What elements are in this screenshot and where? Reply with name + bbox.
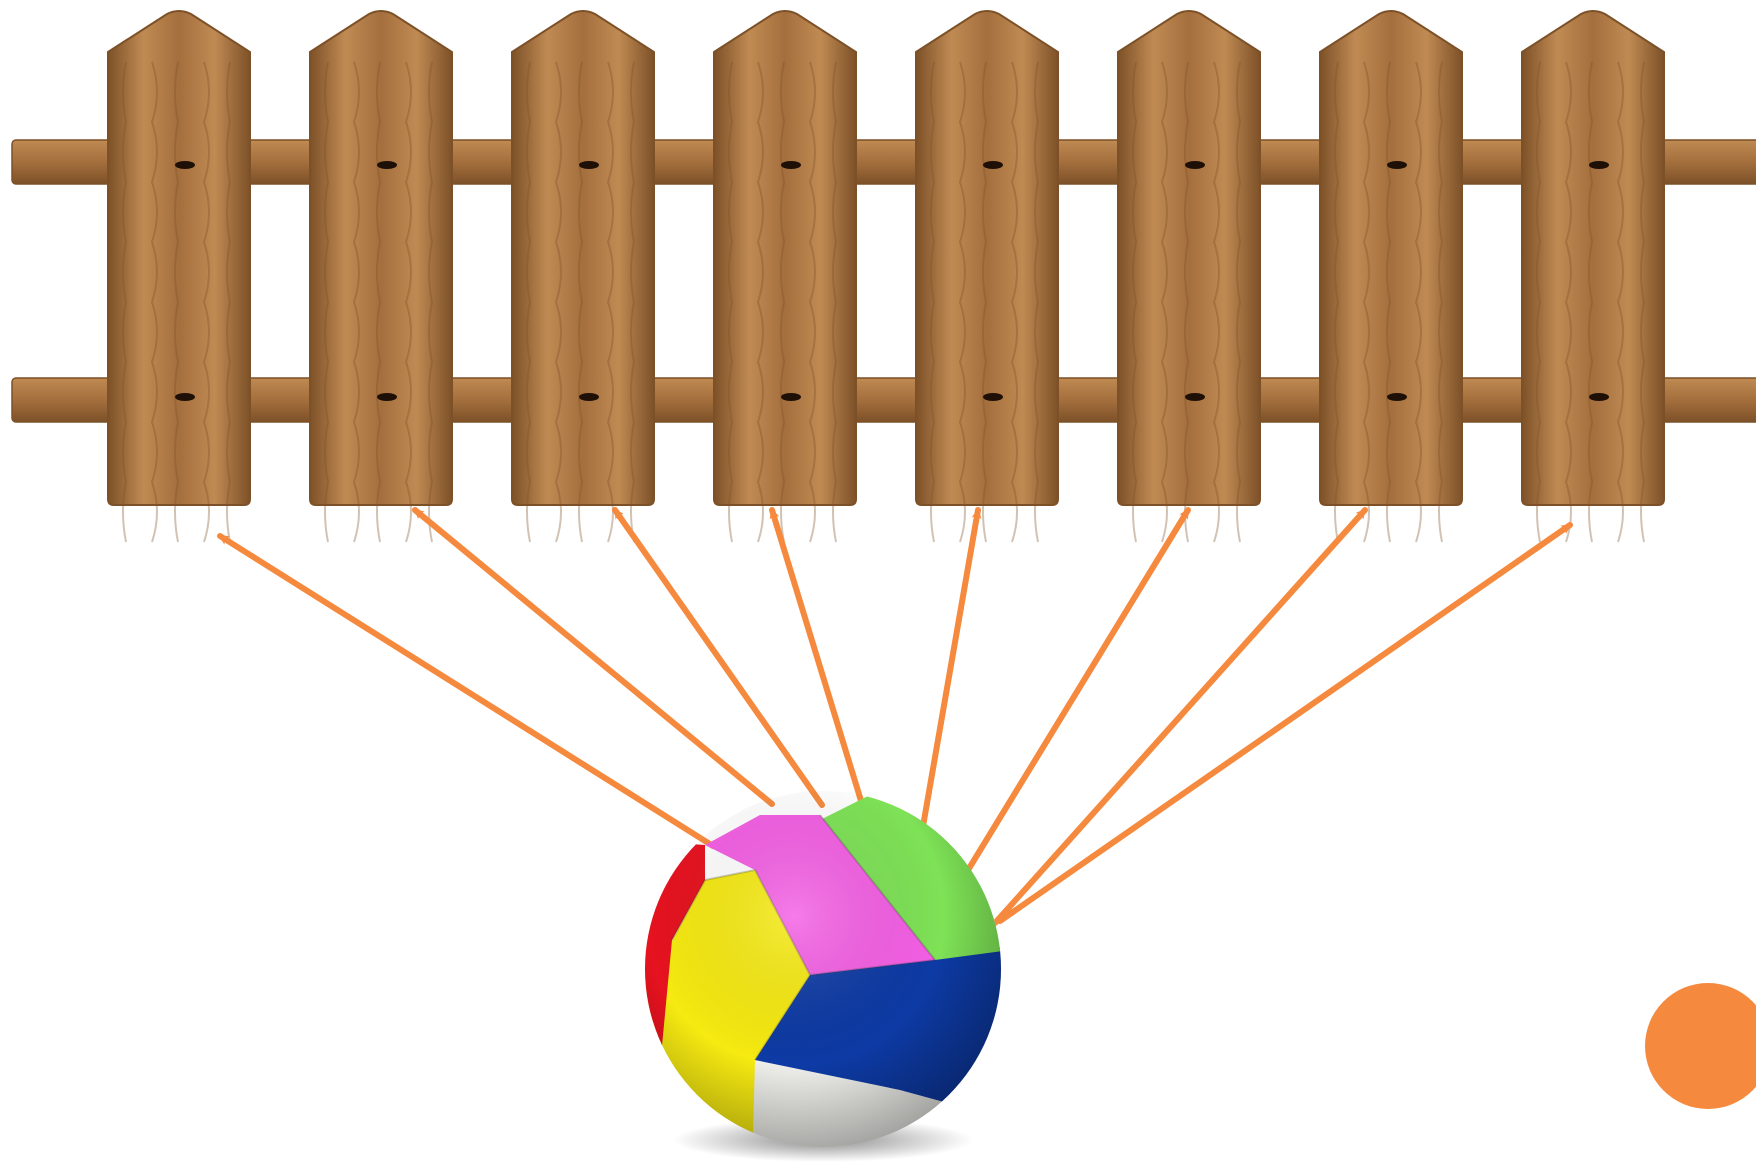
nail-hole bbox=[579, 161, 599, 169]
nail-hole bbox=[175, 161, 195, 169]
fence-picket bbox=[915, 10, 1059, 543]
ball bbox=[645, 791, 1001, 1162]
fence-picket bbox=[713, 10, 857, 543]
nail-hole bbox=[781, 161, 801, 169]
fence-picket bbox=[1521, 10, 1665, 543]
nail-hole bbox=[1387, 161, 1407, 169]
nail-hole bbox=[983, 161, 1003, 169]
arrow bbox=[412, 507, 775, 807]
fence-rail bbox=[11, 377, 1756, 423]
ball-shading bbox=[645, 791, 1001, 1147]
nail-hole bbox=[377, 161, 397, 169]
fence-picket bbox=[309, 10, 453, 543]
nail-hole bbox=[983, 393, 1003, 401]
arrow bbox=[217, 533, 716, 849]
arrow bbox=[612, 507, 825, 808]
nail-hole bbox=[579, 393, 599, 401]
nail-hole bbox=[781, 393, 801, 401]
fence-picket bbox=[1117, 10, 1261, 543]
nail-hole bbox=[1387, 393, 1407, 401]
nail-hole bbox=[1185, 393, 1205, 401]
nail-hole bbox=[175, 393, 195, 401]
fence-picket bbox=[107, 10, 251, 543]
decorative-dot-icon bbox=[1645, 983, 1756, 1109]
arrow bbox=[919, 507, 982, 835]
fence-picket bbox=[1319, 10, 1463, 543]
arrow bbox=[997, 522, 1573, 924]
arrow bbox=[769, 507, 865, 807]
nail-hole bbox=[377, 393, 397, 401]
fence-pickets bbox=[107, 10, 1665, 543]
nail-hole bbox=[1589, 393, 1609, 401]
arrow bbox=[962, 507, 1191, 878]
nail-hole bbox=[1589, 161, 1609, 169]
fence-rail bbox=[11, 139, 1756, 185]
nail-hole bbox=[1185, 161, 1205, 169]
arrows bbox=[217, 507, 1573, 926]
fence-rails bbox=[11, 139, 1756, 423]
arrow bbox=[992, 507, 1368, 926]
fence-picket bbox=[511, 10, 655, 543]
